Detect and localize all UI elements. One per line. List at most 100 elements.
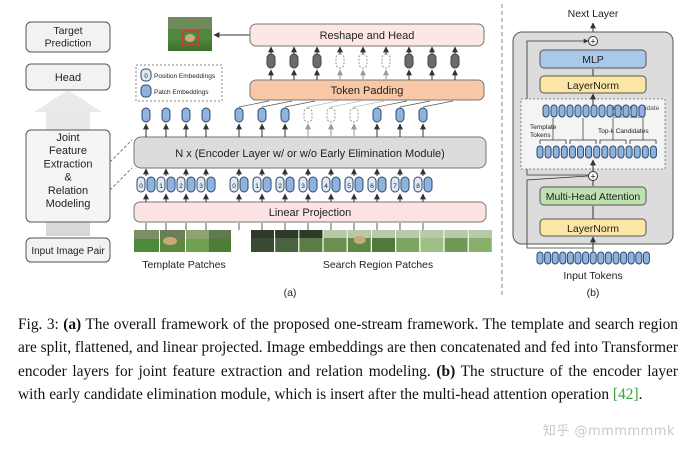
search-patch [251, 230, 274, 252]
token-padding-label: Token Padding [331, 85, 404, 97]
template-patches-label: Template Patches [142, 259, 225, 271]
attention-token [609, 145, 617, 159]
position-embedding-token [136, 176, 146, 193]
caption-a-text: The overall framework of the proposed on… [18, 316, 678, 380]
attention-token [544, 145, 552, 159]
head-label: Head [55, 72, 81, 84]
search-patch [420, 230, 444, 252]
attention-token [552, 145, 560, 159]
token-connector [330, 100, 362, 108]
template-patch [186, 230, 211, 252]
encoder-output-token [161, 107, 171, 123]
watermark: 知乎 @mmmmmmk [542, 424, 675, 439]
padded-token [427, 53, 437, 69]
kept-token [590, 104, 598, 118]
padded-token [381, 53, 391, 69]
token-connector [376, 100, 408, 108]
patch-embedding-token [186, 176, 196, 193]
template-patch [160, 230, 185, 252]
kept-token [598, 104, 606, 118]
position-digit: 7 [393, 183, 397, 190]
encoder-output-token [326, 107, 336, 123]
search-patch [275, 230, 299, 252]
patch-embedding-token [354, 176, 364, 193]
attention-token [568, 145, 576, 159]
input-token [597, 251, 605, 265]
panel-b-label: (b) [587, 287, 600, 299]
encoder-output-token [372, 107, 382, 123]
search-patch [372, 230, 395, 252]
attention-token [593, 145, 601, 159]
caption-b-marker: (b) [436, 362, 456, 380]
input-token [620, 251, 628, 265]
input-token [544, 251, 552, 265]
panel-a-label: (a) [284, 287, 297, 299]
linear-projection-label: Linear Projection [269, 207, 352, 219]
kept-token [614, 104, 622, 118]
panel-a: Reshape and Head Token Padding 0 Positio… [133, 17, 492, 299]
attention-token [641, 145, 649, 159]
input-token [536, 251, 544, 265]
search-patch [347, 230, 371, 252]
padded-token [289, 53, 299, 69]
input-token [551, 251, 559, 265]
encoder-output-token [280, 107, 290, 123]
position-digit: 2 [278, 183, 282, 190]
search-patches-label: Search Region Patches [323, 259, 433, 271]
encoder-output-token [303, 107, 313, 123]
position-embedding-token [252, 176, 262, 193]
template-patch [134, 230, 159, 252]
kept-token [566, 104, 574, 118]
position-digit: 1 [159, 183, 163, 190]
patch-embedding-token [262, 176, 272, 193]
search-patch [468, 230, 492, 252]
input-token-row [536, 251, 650, 265]
caption-b-text: The structure of the encoder layer with … [18, 362, 678, 404]
position-digit: 4 [324, 183, 328, 190]
input-image-pair-label: Input Image Pair [31, 246, 105, 257]
input-token [612, 251, 620, 265]
svg-text:0: 0 [144, 74, 148, 80]
encoder-label: N x (Encoder Layer w/ or w/o Early Elimi… [175, 148, 445, 160]
input-token [642, 251, 650, 265]
attention-token [649, 145, 657, 159]
encoder-output-token [349, 107, 359, 123]
position-digit: 0 [232, 183, 236, 190]
patch-embedding-token [206, 176, 216, 193]
input-token [566, 251, 574, 265]
input-token [604, 251, 612, 265]
search-patch [323, 230, 347, 252]
encoder-output-token [395, 107, 405, 123]
position-digit: 2 [179, 183, 183, 190]
embedding-legend: 0 Position Embeddings Patch Embeddings [135, 64, 223, 102]
encoder-output-token [234, 107, 244, 123]
attention-token [617, 145, 625, 159]
output-image-thumbnail [168, 17, 212, 51]
token-connector [307, 100, 339, 108]
encoder-output-token [181, 107, 191, 123]
input-token [582, 251, 590, 265]
caption-citation[interactable]: [42] [612, 386, 639, 404]
position-embedding-token [367, 176, 377, 193]
token-connector [422, 100, 454, 108]
attention-token [536, 145, 544, 159]
input-token [627, 251, 635, 265]
patch-embedding-token [308, 176, 318, 193]
legend-patch-label: Patch Embeddings [154, 89, 209, 96]
search-patch [444, 230, 468, 252]
kept-token [574, 104, 582, 118]
attention-token [601, 145, 609, 159]
kept-token [542, 104, 550, 118]
patch-embedding-token [331, 176, 341, 193]
kept-token [558, 104, 566, 118]
kept-token [582, 104, 590, 118]
position-embedding-token [275, 176, 285, 193]
layernorm-bottom-label: LayerNorm [567, 223, 619, 235]
layernorm-top-label: LayerNorm [567, 80, 619, 92]
encoder-output-token [201, 107, 211, 123]
kept-token [550, 104, 558, 118]
patch-embedding-token [239, 176, 249, 193]
